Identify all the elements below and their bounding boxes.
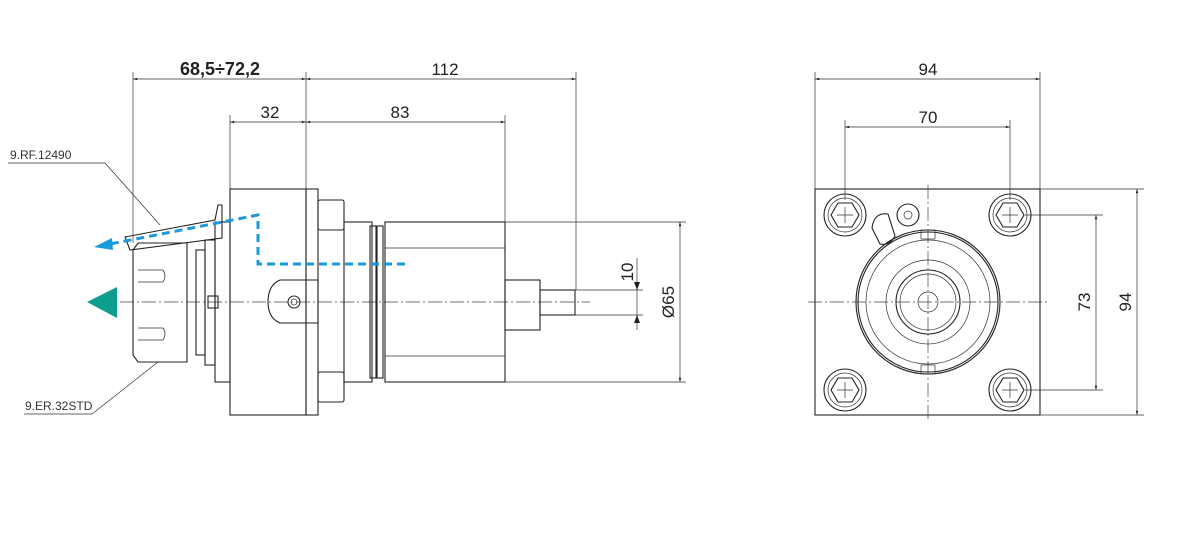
reference-coolant-ring: 9.RF.12490 [8,148,161,226]
reference-label-collet-nut: 9.ER.32STD [25,399,93,413]
coolant-arrow-icon [94,238,113,250]
coolant-ring [124,204,223,251]
dim-label-housing-length: 83 [391,103,410,122]
reference-label-coolant-ring: 9.RF.12490 [10,148,72,162]
direction-triangle-icon [87,287,117,318]
dim-label-overall-length: 68,5÷72,2 [180,59,260,79]
dim-label-body-length: 112 [431,60,458,79]
dim-label-bolt-spacing-vertical: 73 [1075,293,1094,312]
bolt-bottom-right [988,368,1032,412]
spindle-bore [917,291,939,313]
dim-label-housing-diameter: Ø65 [659,286,678,318]
collet-nut [132,242,188,363]
dim-label-front-width: 94 [919,60,938,79]
dim-housing-length: 83 [306,103,505,124]
side-view: 68,5÷72,2 112 32 83 [8,59,686,416]
dim-label-bolt-spacing-horizontal: 70 [919,108,938,127]
dim-label-front-height: 94 [1116,293,1135,312]
dim-label-shaft-diameter: 10 [618,263,637,282]
bolt-bottom-left [823,368,867,412]
dim-overall-length: 68,5÷72,2 [133,59,306,81]
front-view: 94 70 73 94 [808,60,1144,422]
dim-flange-width: 32 [230,103,306,124]
reference-collet-nut: 9.ER.32STD [24,361,159,415]
drive-shaft [504,279,541,331]
dim-body-length: 112 [306,60,577,81]
bolt-top-right [988,193,1032,237]
dim-label-flange-width: 32 [261,103,280,122]
coolant-fitting [896,203,920,227]
coolant-path [109,213,405,266]
bolt-top-left [823,193,867,237]
